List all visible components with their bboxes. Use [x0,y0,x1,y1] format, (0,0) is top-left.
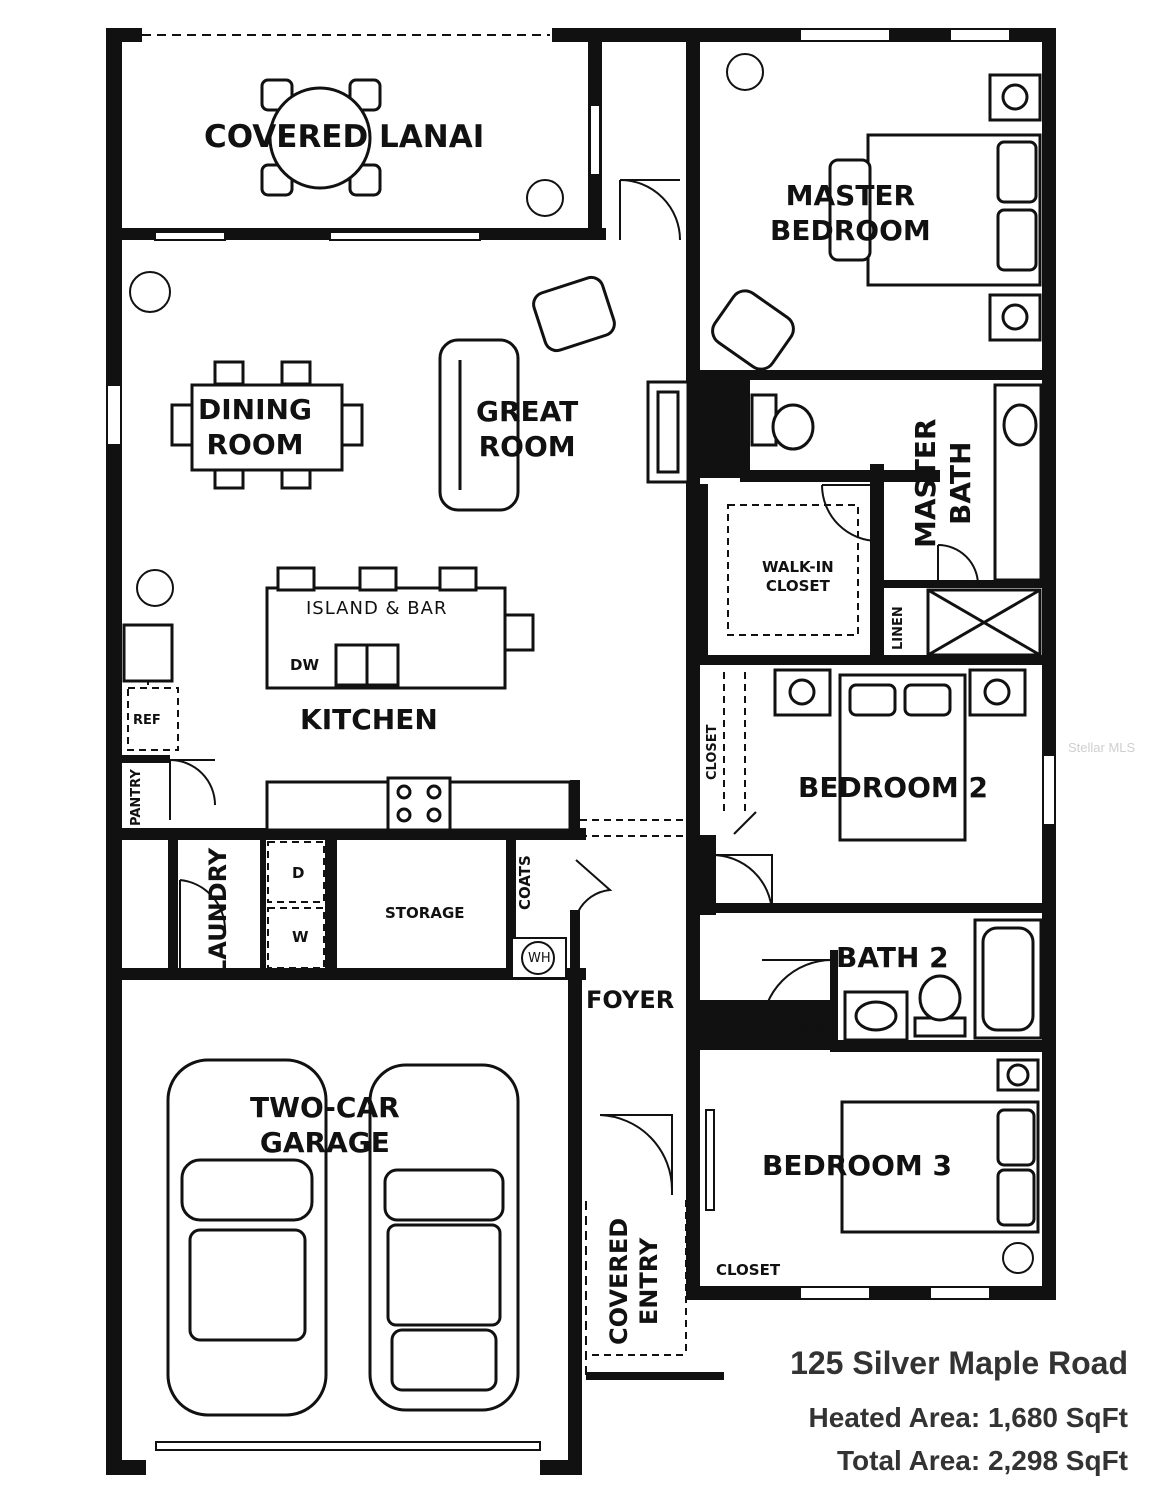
bedroom-2-label: BEDROOM 2 [798,771,988,804]
linen-bath2-label: LINEN [774,1020,825,1038]
master-bed [711,73,1042,371]
closet-bed3-label: CLOSET [716,1261,781,1279]
dining-table [170,360,364,490]
storage-label: STORAGE [385,904,465,922]
master-bedroom-line2: BEDROOM [770,214,931,247]
covered-entry-line1: COVERED [605,1217,633,1345]
garage-line2: GARAGE [259,1126,390,1159]
garage-cars [166,1058,520,1417]
lanai-dashed-edges [112,34,587,1375]
covered-lanai-label: COVERED LANAI [204,119,485,155]
windows [106,28,1056,1451]
dining-room-line1: DINING [198,393,312,426]
kitchen-island [122,566,572,832]
dryer-label: D [292,864,305,882]
pantry-label: PANTRY [129,769,144,826]
great-room-label: GREAT ROOM [476,394,578,464]
bedroom3-bed [840,1058,1040,1234]
bedroom-3-label: BEDROOM 3 [762,1149,952,1182]
bedroom2-bed [773,668,1027,842]
master-bath-line1: MASTER [909,418,942,549]
water-heater-label: WH [528,951,551,966]
master-bath-fixtures [750,383,1043,657]
dining-room-line2: ROOM [206,428,304,461]
lanai-table [260,78,382,197]
walk-in-closet-line1: WALK-IN [762,558,834,576]
dishwasher-label: DW [290,656,319,674]
garage-line1: TWO-CAR [250,1091,400,1124]
master-bath-line2: BATH [944,441,977,525]
watermark: Stellar MLS [1068,740,1136,755]
laundry-label: LAUNDRY [204,847,232,975]
garage-label: TWO-CAR GARAGE [250,1090,400,1160]
great-room-furniture [438,275,690,512]
great-room-line1: GREAT [476,395,579,428]
washer-label: W [292,928,309,946]
dining-room-label: DINING ROOM [198,392,312,462]
refrigerator-label: REF [133,713,161,728]
bath2-fixtures [843,918,1043,1042]
master-bath-label: MASTER BATH [908,419,978,549]
closet-bed2-label: CLOSET [705,724,720,780]
great-room-line2: ROOM [478,430,576,463]
covered-entry-label: COVERED ENTRY [604,1218,664,1345]
heated-area: Heated Area: 1,680 SqFt [808,1402,1128,1433]
coats-label: COATS [516,855,534,910]
plants [129,53,1034,1274]
walk-in-closet-line2: CLOSET [765,576,830,595]
island-bar-label: ISLAND & BAR [306,598,448,619]
utility-fixtures [511,937,567,979]
total-area: Total Area: 2,298 SqFt [837,1445,1128,1476]
property-address: 125 Silver Maple Road [790,1345,1128,1381]
foyer-label: FOYER [586,986,675,1014]
bath-2-label: BATH 2 [836,941,949,974]
master-bedroom-label: MASTER BEDROOM [770,178,931,248]
walk-in-closet-label: WALK-IN CLOSET [762,558,834,596]
kitchen-label: KITCHEN [300,703,438,736]
covered-entry-line2: ENTRY [635,1237,663,1326]
doors [169,179,979,1195]
master-bedroom-line1: MASTER [785,179,916,212]
linen-master-label: LINEN [891,606,906,650]
